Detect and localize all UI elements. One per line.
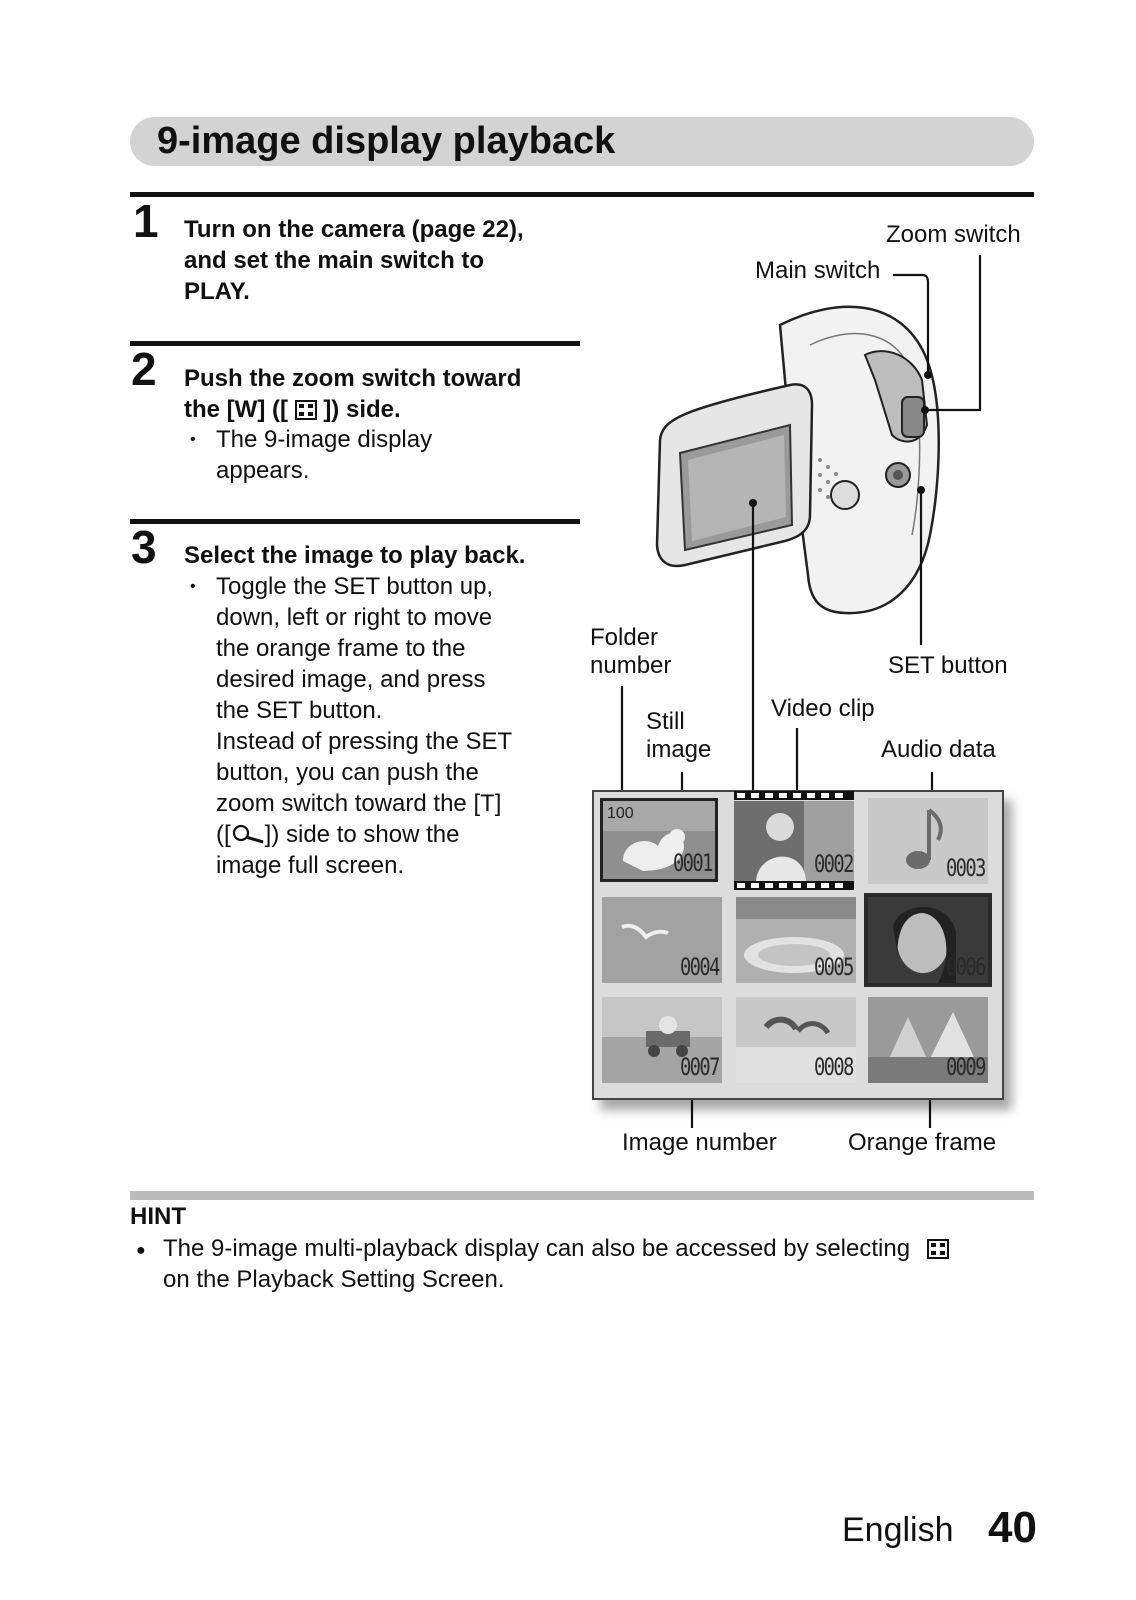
step-1-heading-line: and set the main switch to [184,247,485,274]
step-2-number: 2 [131,343,157,395]
step-3-bullet-line: the orange frame to the [216,635,466,662]
label-audio-data: Audio data [881,736,996,763]
label-set-button: SET button [888,652,1008,679]
step-3-bullet-text: Toggle the SET button up, down, left or … [216,571,576,881]
hint-divider [130,1191,1034,1200]
label-still-image-line: image [646,736,712,763]
callout-lines [620,255,982,1128]
label-folder-number: Folder number [590,624,671,680]
hint-bullet: ● [136,1242,146,1259]
step-2-heading-line: the [W] ([ ]) side. [184,394,584,425]
label-folder-number-line: Folder [590,624,659,651]
step-2-bullet-marker: • [190,431,196,448]
step-1-number: 1 [133,195,159,247]
portrait-image [868,897,988,983]
step-3-bullet-marker: • [190,578,196,595]
page-title: 9-image display playback [157,120,616,162]
thumbnail-tile-selected[interactable]: 0006 [864,893,992,987]
magnify-icon [232,824,264,844]
nine-image-screen: 100 0001 0002 0003 0004 [592,790,1004,1100]
thumbnail-tile[interactable]: 100 0001 [600,798,718,882]
nine-image-display-icon [926,1239,949,1259]
image-number: 0005 [814,953,854,981]
step-1-heading-line: PLAY. [184,278,250,305]
label-image-number: Image number [622,1129,777,1156]
step-3-bullet-line: zoom switch toward the [T] [216,790,502,817]
dolphins-image [736,997,856,1083]
thumbnail-tile[interactable]: 0007 [602,997,722,1083]
pavilion-image [868,997,988,1083]
step-2-heading-post: ]) side. [323,396,401,423]
step-1-rule [130,192,1034,197]
thumbnail-tile[interactable]: 0009 [868,997,988,1083]
image-number: 0004 [680,953,720,981]
hint-text: The 9-image multi-playback display can a… [163,1233,1043,1295]
step-3-bullet-line: Toggle the SET button up, [216,573,494,600]
step-3-bullet-line: desired image, and press [216,666,486,693]
label-main-switch: Main switch [755,257,881,284]
image-number: 0009 [946,1053,986,1081]
step-1-heading: Turn on the camera (page 22), and set th… [184,214,584,307]
step-2-heading: Push the zoom switch toward the [W] ([ ]… [184,363,584,425]
step-2-bullet-line: The 9-image display [216,426,433,453]
step-3-line9-post: ]) side to show the [264,821,460,848]
seagull-image [621,923,669,940]
step-3-rule [130,519,580,524]
label-still-image-line: Still [646,708,685,735]
camcorder-illustration [655,305,940,615]
step-3-line9-pre: ([ [216,821,231,848]
step-3-bullet-line: button, you can push the [216,759,479,786]
step-1-heading-line: Turn on the camera (page 22), [184,216,524,243]
footer-language: English [842,1511,954,1549]
image-number: 0003 [946,854,986,882]
thumbnail-tile[interactable]: 0004 [602,897,722,983]
step-3-heading: Select the image to play back. [184,542,526,569]
image-number: 0001 [673,849,713,877]
hint-line: The 9-image multi-playback display can a… [163,1233,1043,1264]
thumbnail-tile[interactable]: 0005 [736,897,856,983]
step-3-bullet-line: image full screen. [216,852,405,879]
step-3-bullet-line: down, left or right to move [216,604,493,631]
film-strip-top [734,791,854,800]
label-zoom-switch: Zoom switch [886,221,1021,248]
label-still-image: Still image [646,708,711,764]
label-folder-number-line: number [590,652,672,679]
folder-number: 100 [607,805,634,822]
child-image [734,801,854,881]
step-2-bullet-line: appears. [216,457,310,484]
nine-image-display-icon [294,400,317,420]
page-number: 40 [988,1503,1037,1552]
step-3-bullet-line: the SET button. [216,697,383,724]
hint-heading: HINT [130,1203,186,1230]
label-orange-frame: Orange frame [848,1129,997,1156]
step-2-bullet-text: The 9-image display appears. [216,424,432,486]
step-3-bullet-line: Instead of pressing the SET [216,728,513,755]
garden-image [736,897,856,983]
step-2-rule [130,341,580,346]
image-number: 0002 [814,850,854,878]
film-strip-bottom [734,881,854,890]
thumbnail-tile[interactable]: 0008 [736,997,856,1083]
hint-line: on the Playback Setting Screen. [163,1266,505,1293]
image-number: 0006 [946,953,986,981]
step-2-heading-pre: the [W] ([ [184,396,288,423]
step-3-number: 3 [131,521,157,573]
music-note-icon [906,808,943,869]
step-3-bullet-line: ([ ]) side to show the [216,819,576,850]
title-bar [130,117,1034,166]
thumbnail-tile[interactable]: 0003 [868,798,988,884]
hint-line-1: The 9-image multi-playback display can a… [163,1235,911,1262]
image-number: 0008 [814,1053,854,1081]
duck-image [603,801,715,879]
thumbnail-tile[interactable]: 0002 [734,791,856,891]
cart-image [602,997,722,1083]
label-video-clip: Video clip [771,695,875,722]
step-2-heading-line: Push the zoom switch toward [184,365,522,392]
image-number: 0007 [680,1053,720,1081]
